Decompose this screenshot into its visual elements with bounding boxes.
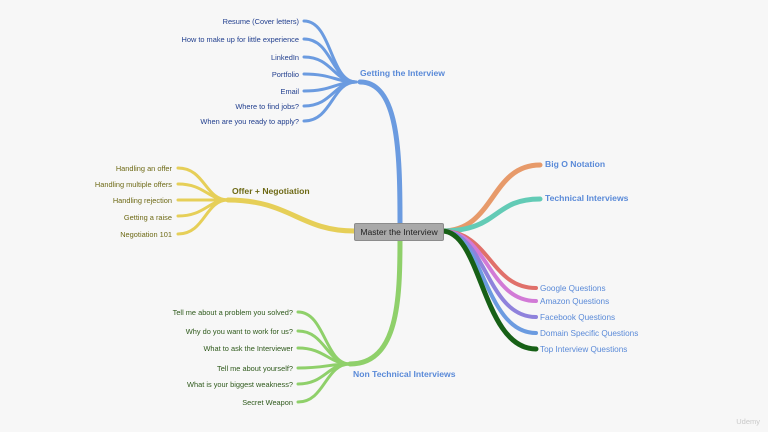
- link-root-technical: [439, 196, 543, 234]
- leaf-getting-3[interactable]: LinkedIn: [271, 53, 299, 62]
- link-root-top: [439, 228, 539, 352]
- link-root-nontech: [347, 236, 403, 367]
- leaf-getting-4[interactable]: Portfolio: [272, 70, 299, 79]
- branch-facebook-label[interactable]: Facebook Questions: [540, 313, 615, 322]
- leaf-getting-6[interactable]: Where to find jobs?: [235, 102, 299, 111]
- branch-amazon-label[interactable]: Amazon Questions: [540, 297, 609, 306]
- leaf-getting-1[interactable]: Resume (Cover letters): [223, 17, 299, 26]
- branch-bigo-label[interactable]: Big O Notation: [545, 159, 605, 169]
- branch-technical-label[interactable]: Technical Interviews: [545, 193, 629, 203]
- link-getting-7: [302, 80, 358, 123]
- leaf-nontech-2[interactable]: Why do you want to work for us?: [186, 327, 293, 336]
- branch-nontech-label[interactable]: Non Technical Interviews: [353, 369, 456, 379]
- branch-domain-label[interactable]: Domain Specific Questions: [540, 329, 638, 338]
- leaf-nontech-4[interactable]: Tell me about yourself?: [217, 364, 293, 373]
- leaf-getting-7[interactable]: When are you ready to apply?: [200, 117, 299, 126]
- leaf-nontech-6[interactable]: Secret Weapon: [242, 398, 293, 407]
- leaf-getting-5[interactable]: Email: [281, 87, 300, 96]
- link-root-getting: [357, 79, 403, 226]
- leaf-offer-3[interactable]: Handling rejection: [113, 196, 172, 205]
- leaf-getting-2[interactable]: How to make up for little experience: [182, 35, 300, 44]
- link-root-offer: [225, 197, 357, 234]
- link-offer-2: [176, 182, 230, 202]
- link-getting-4: [302, 72, 358, 84]
- root-node[interactable]: Master the Interview: [354, 223, 444, 241]
- leaf-offer-5[interactable]: Negotiation 101: [120, 230, 172, 239]
- branch-google-label[interactable]: Google Questions: [540, 284, 606, 293]
- leaf-nontech-1[interactable]: Tell me about a problem you solved?: [173, 308, 293, 317]
- leaf-nontech-3[interactable]: What to ask the Interviewer: [203, 344, 293, 353]
- udemy-watermark: Udemy: [736, 417, 760, 426]
- leaf-offer-2[interactable]: Handling multiple offers: [95, 180, 172, 189]
- link-offer-5: [176, 198, 230, 236]
- leaf-offer-1[interactable]: Handling an offer: [116, 164, 173, 173]
- link-nontech-6: [296, 362, 352, 404]
- leaf-offer-4[interactable]: Getting a raise: [124, 213, 172, 222]
- branch-offer-label[interactable]: Offer + Negotiation: [232, 186, 310, 196]
- leaf-nontech-5[interactable]: What is your biggest weakness?: [187, 380, 293, 389]
- branch-getting-label[interactable]: Getting the Interview: [360, 68, 445, 78]
- root-node-label: Master the Interview: [360, 227, 438, 237]
- branch-top-label[interactable]: Top Interview Questions: [540, 345, 627, 354]
